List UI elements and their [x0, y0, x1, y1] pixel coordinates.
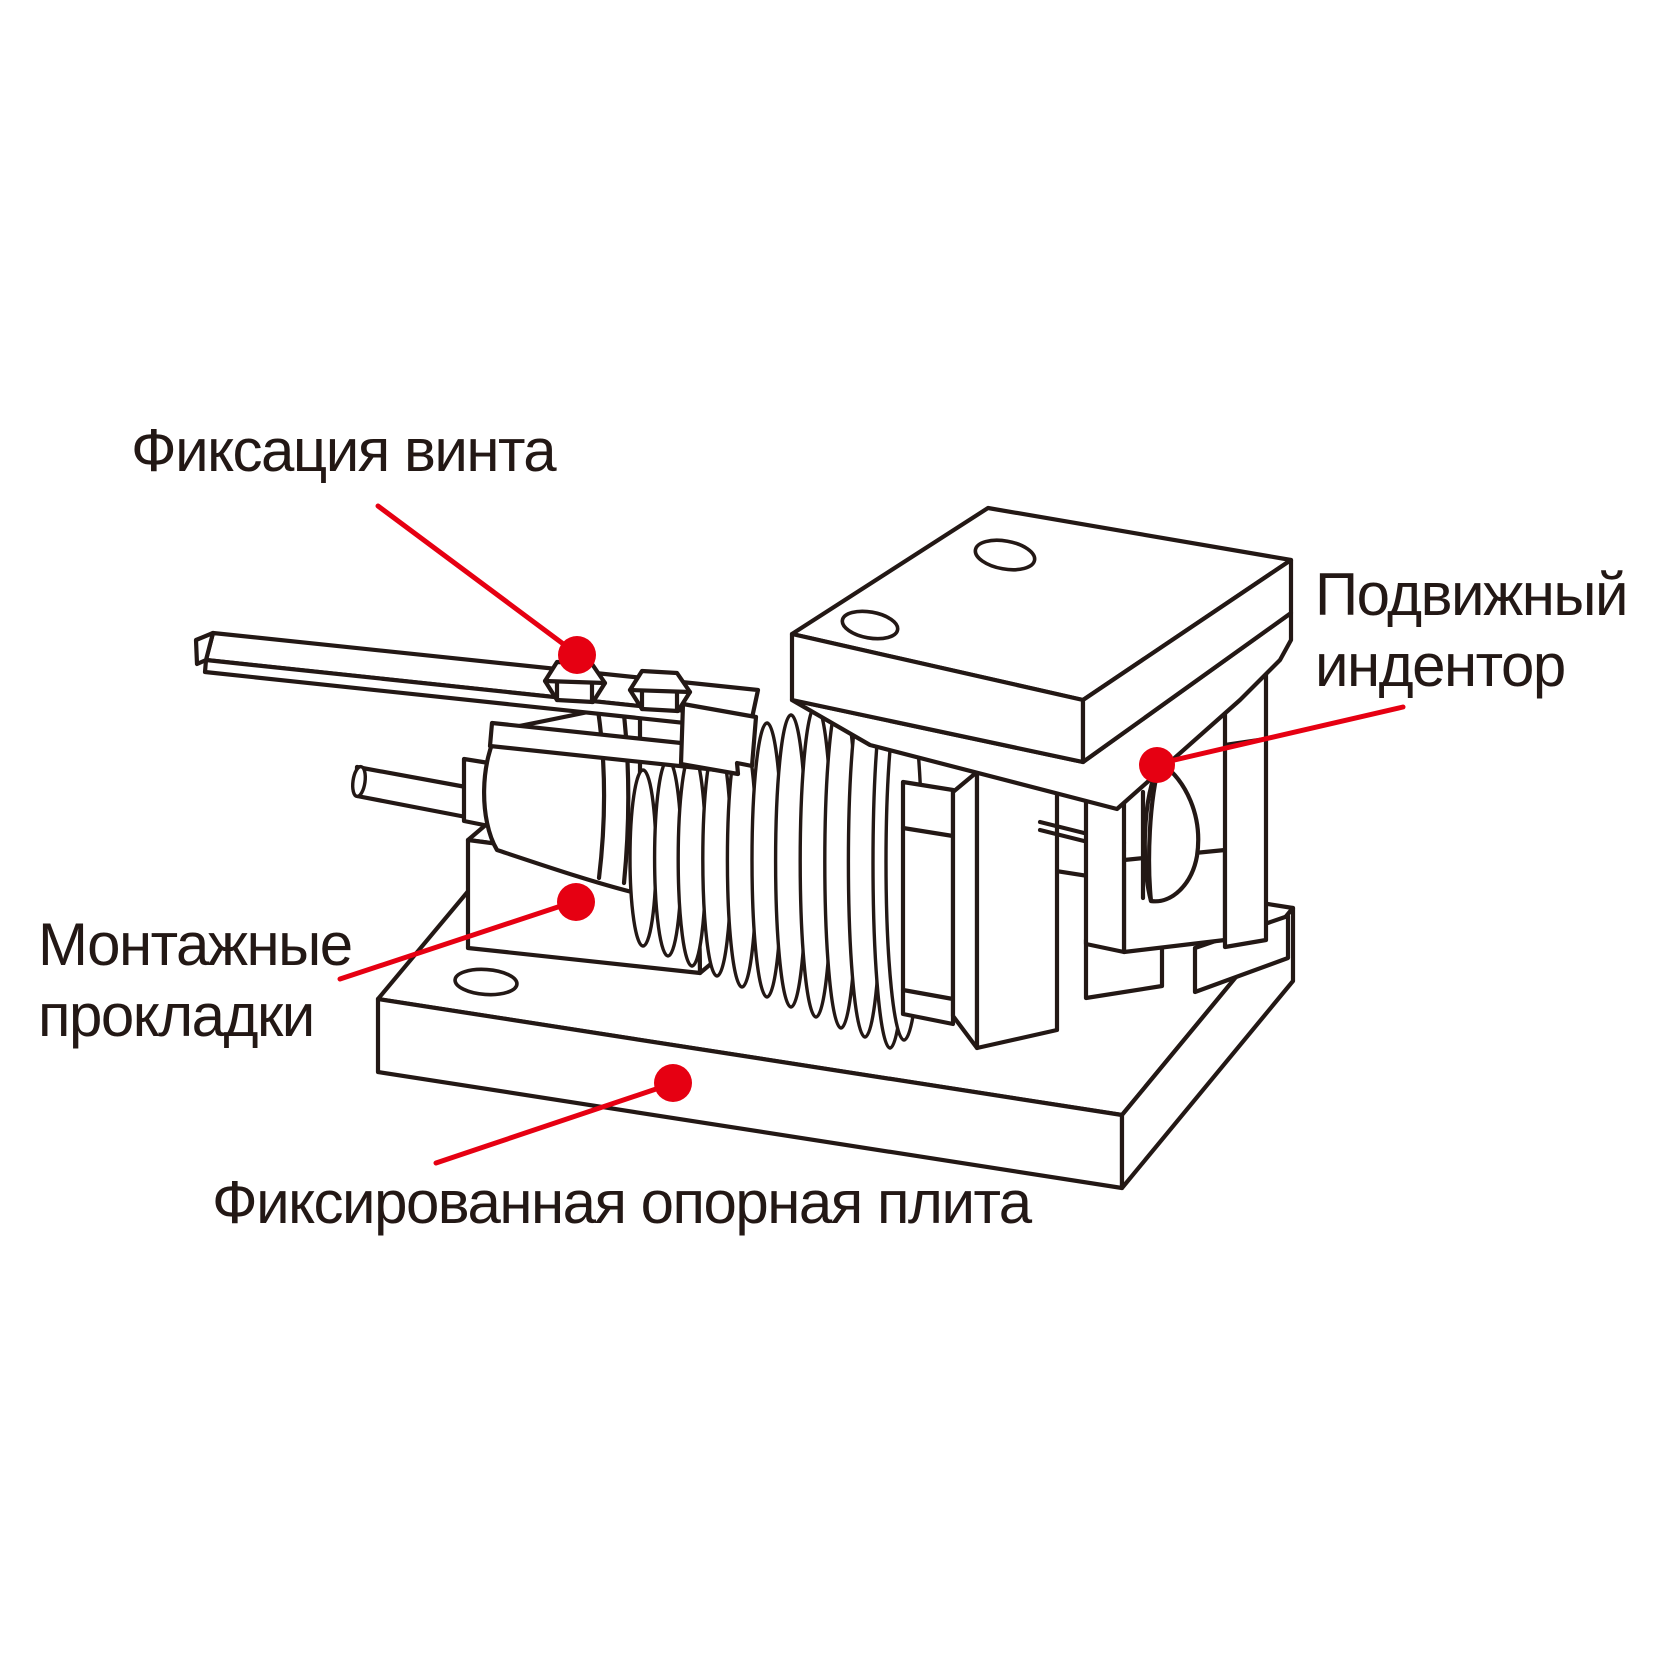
indenter-lens [1142, 759, 1201, 904]
top-plate-hole-front [840, 609, 900, 641]
base-plate-hole [453, 967, 519, 997]
label-mounting-spacers: Монтажные прокладки [38, 909, 353, 1051]
label-movable-indenter: Подвижный индентор [1315, 559, 1629, 701]
hex-column-left-facet [950, 769, 980, 1051]
label-movable-indenter-line-2: индентор [1315, 632, 1566, 699]
annotation-line-movable-indenter [1167, 704, 1406, 764]
column-clamp-face [900, 779, 956, 1027]
label-fixed-base-plate: Фиксированная опорная плита [212, 1167, 1032, 1238]
hex-bolt-2 [627, 668, 693, 714]
top-plate-hole-rear [973, 538, 1037, 572]
label-screw-lock-line: Фиксация винта [131, 417, 557, 484]
hex-column [950, 769, 1060, 1051]
annotation-dot-screw-lock [558, 636, 596, 674]
indenter-frame [1083, 643, 1291, 1001]
hex-bolt-1-chord [542, 678, 608, 686]
column-clamp [900, 779, 956, 1027]
top-plate [789, 505, 1294, 765]
annotation-dot-mounting-spacers [557, 883, 595, 921]
rod-shaft [354, 764, 469, 820]
annotation-line-fixed-base-plate [433, 1084, 665, 1166]
cylinder-step-line-2 [620, 703, 631, 886]
lever-arm-tip [193, 630, 216, 667]
label-fixed-base-plate-line: Фиксированная опорная плита [212, 1169, 1032, 1236]
hex-bolt-1 [542, 659, 608, 705]
hex-column-right-facet [974, 769, 1060, 1051]
annotation-line-screw-lock [375, 503, 569, 649]
label-mounting-spacers-line-2: прокладки [38, 982, 315, 1049]
hex-bolt-2-chord [627, 687, 693, 695]
label-screw-lock: Фиксация винта [131, 415, 557, 486]
annotations [337, 503, 1406, 1166]
label-mounting-spacers-line-1: Монтажные [38, 911, 353, 978]
annotation-line-mounting-spacers [337, 900, 573, 982]
rod-end-cap [351, 764, 367, 799]
annotation-dot-fixed-base-plate [654, 1064, 692, 1102]
lever-bracket [678, 701, 759, 777]
top-plate-front-right-face [1080, 557, 1294, 765]
label-movable-indenter-line-1: Подвижный [1315, 561, 1629, 628]
cylinder-step-line-1 [595, 707, 607, 881]
column-clamp-joint-lower [900, 987, 956, 1002]
bellows-ring [628, 768, 658, 948]
column-clamp-joint-upper [900, 825, 956, 839]
connector-rod [351, 756, 498, 829]
annotation-dot-movable-indenter [1139, 747, 1175, 783]
